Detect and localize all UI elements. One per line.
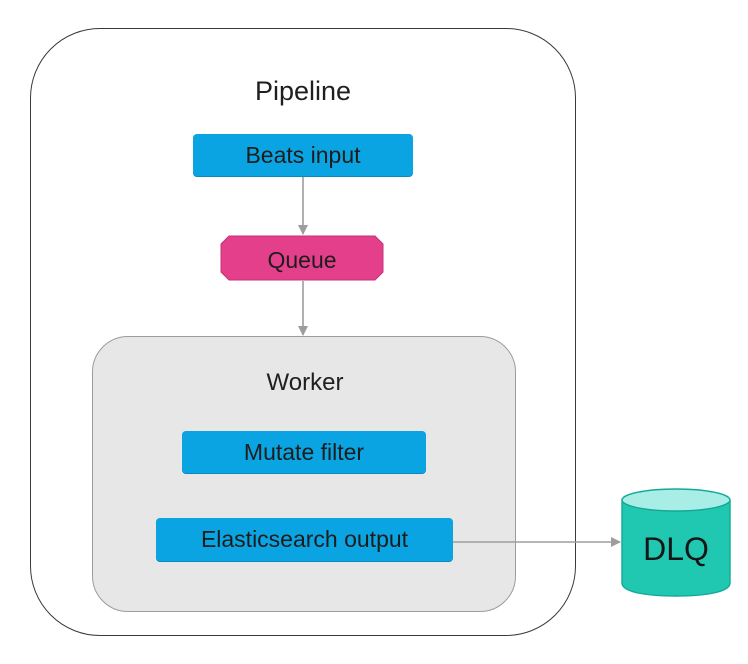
worker-title: Worker	[266, 369, 344, 396]
pipeline-title: Pipeline	[254, 76, 352, 106]
beats-input-node: Beats input	[193, 134, 413, 176]
dlq-label: DLQ	[643, 531, 709, 567]
worker-container	[92, 336, 516, 612]
elasticsearch-output-node: Elasticsearch output	[156, 518, 453, 561]
queue-node-shape	[220, 235, 384, 281]
dlq-database-icon	[621, 488, 731, 597]
queue-node-label: Queue	[267, 247, 337, 273]
mutate-filter-node: Mutate filter	[182, 431, 426, 473]
